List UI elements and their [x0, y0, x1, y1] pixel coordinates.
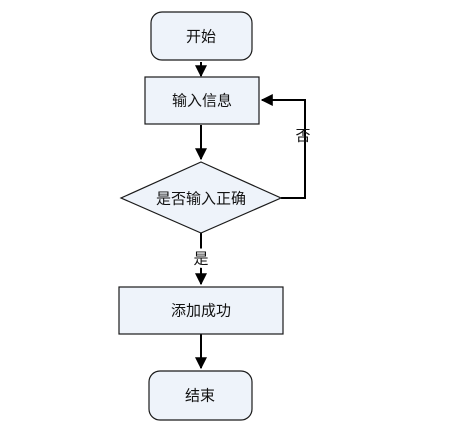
- input-node-label: 输入信息: [172, 92, 232, 110]
- no-branch-label: 否: [295, 127, 310, 145]
- decision-node-label: 是否输入正确: [156, 190, 246, 208]
- yes-branch-label: 是: [193, 250, 208, 268]
- success-node-label: 添加成功: [171, 302, 231, 320]
- start-node-label: 开始: [186, 28, 216, 46]
- success-node: [118, 286, 284, 335]
- edge-check-to-input-no: [260, 94, 306, 199]
- start-node: [150, 11, 253, 61]
- decision-node: [119, 161, 283, 234]
- input-node: [144, 76, 260, 125]
- end-node-label: 结束: [185, 387, 215, 405]
- end-node: [148, 370, 253, 421]
